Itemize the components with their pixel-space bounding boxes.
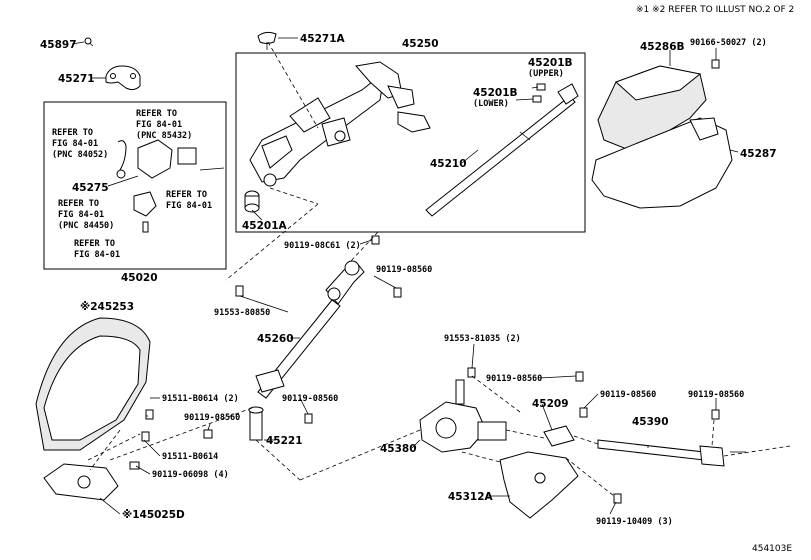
part-label: 91553-80850 xyxy=(214,308,270,318)
part-45250-column-shape xyxy=(249,61,431,187)
part-label: 91553-81035 (2) xyxy=(444,334,521,344)
part-45201A-shape xyxy=(244,190,260,213)
part-label: 90119-08560 xyxy=(282,394,338,404)
part-45897-shape xyxy=(84,37,94,47)
part-45025D-shape xyxy=(43,463,119,501)
part-45380-shape xyxy=(419,379,507,453)
part-label: 45260 xyxy=(257,333,294,345)
part-label: 45287 xyxy=(740,148,777,160)
svg-text:FIG 84-01: FIG 84-01 xyxy=(166,201,212,211)
svg-text:REFER TO: REFER TO xyxy=(52,128,93,138)
part-45201B-shapes xyxy=(532,83,546,103)
svg-text:REFER TO: REFER TO xyxy=(58,199,99,209)
part-label: 45271A xyxy=(300,33,346,45)
refer-note-fig-84-01-right: REFER TO FIG 84-01 xyxy=(166,190,212,211)
bolts-right-group-shapes xyxy=(467,367,720,504)
part-label: 90166-50027 (2) xyxy=(690,38,767,48)
part-45286B-cover-shape xyxy=(597,65,707,153)
part-label: 45380 xyxy=(380,443,417,455)
part-labels: 45897 45271 45271A 45250 45201B (UPPER) … xyxy=(40,33,777,527)
part-label: 45390 xyxy=(632,416,669,428)
part-label: 45897 xyxy=(40,39,77,51)
refer-note-fig-84-01-bottom: REFER TO FIG 84-01 xyxy=(74,239,120,260)
part-45020-switch-shapes xyxy=(116,139,225,233)
part-label: 90119-08560 xyxy=(600,390,656,400)
svg-text:(PNC 84450): (PNC 84450) xyxy=(58,221,114,231)
part-label: 45286B xyxy=(640,41,685,53)
part-45209-shape xyxy=(543,425,575,447)
part-label: 90119-06098 (4) xyxy=(152,470,229,480)
svg-text:FIG 84-01: FIG 84-01 xyxy=(74,250,120,260)
svg-text:FIG 84-01: FIG 84-01 xyxy=(52,139,98,149)
part-45271A-shape xyxy=(257,31,277,50)
part-45287-cover-shape xyxy=(591,117,733,209)
part-label: 45201B xyxy=(473,87,518,99)
svg-text:REFER TO: REFER TO xyxy=(136,109,177,119)
part-45221-shape xyxy=(248,406,264,441)
part-45210-shaft-shape xyxy=(425,83,579,217)
part-label: 45209 xyxy=(532,398,569,410)
svg-text:FIG 84-01: FIG 84-01 xyxy=(136,120,182,130)
svg-text:REFER TO: REFER TO xyxy=(74,239,115,249)
part-label: 45275 xyxy=(72,182,109,194)
refer-note-84052: REFER TO FIG 84-01 (PNC 84052) xyxy=(52,128,108,160)
part-label: 45312A xyxy=(448,491,494,503)
part-45312A-shape xyxy=(499,451,579,519)
svg-text:(PNC 85432): (PNC 85432) xyxy=(136,131,192,141)
part-45260-shaft-shape xyxy=(255,260,365,399)
leader-lines xyxy=(71,37,746,515)
part-label: 90119-08560 xyxy=(376,265,432,275)
part-label: 91511-B0614 (2) xyxy=(162,394,239,404)
part-label: ※245253 xyxy=(80,301,134,313)
part-label: 45250 xyxy=(402,38,439,50)
part-label: 45201B xyxy=(528,57,573,69)
refer-note-85432: REFER TO FIG 84-01 (PNC 85432) xyxy=(136,109,192,141)
part-label: 90119-08560 xyxy=(184,413,240,423)
part-label: (LOWER) xyxy=(473,99,509,109)
part-label: 45271 xyxy=(58,73,95,85)
header-note: ※1 ※2 REFER TO ILLUST NO.2 OF 2 xyxy=(636,5,794,15)
part-label: 90119-08C61 (2) xyxy=(284,241,361,251)
svg-text:(PNC 84052): (PNC 84052) xyxy=(52,150,108,160)
assembly-dashed-lines xyxy=(87,41,791,497)
part-label: 91511-B0614 xyxy=(162,452,218,462)
screw-90166-50027-shape xyxy=(711,59,720,69)
svg-text:FIG 84-01: FIG 84-01 xyxy=(58,210,104,220)
part-label: ※145025D xyxy=(122,509,185,521)
part-label: 45210 xyxy=(430,158,467,170)
part-label: 90119-08560 xyxy=(688,390,744,400)
part-label: (UPPER) xyxy=(528,69,564,79)
refer-note-84450: REFER TO FIG 84-01 (PNC 84450) xyxy=(58,199,114,231)
steering-column-assembly-box xyxy=(235,52,586,233)
switch-bracket-box xyxy=(43,101,227,270)
part-45271-shape xyxy=(105,65,141,91)
part-label: 45201A xyxy=(242,220,288,232)
part-45253-cover-shape xyxy=(35,317,151,451)
illustration-id: 454103E xyxy=(752,544,792,554)
svg-text:REFER TO: REFER TO xyxy=(166,190,207,200)
part-label: 45221 xyxy=(266,435,303,447)
part-label: 45020 xyxy=(121,272,158,284)
part-45390-shape xyxy=(597,439,725,467)
part-label: 90119-10409 (3) xyxy=(596,517,673,527)
part-label: 90119-08560 xyxy=(486,374,542,384)
